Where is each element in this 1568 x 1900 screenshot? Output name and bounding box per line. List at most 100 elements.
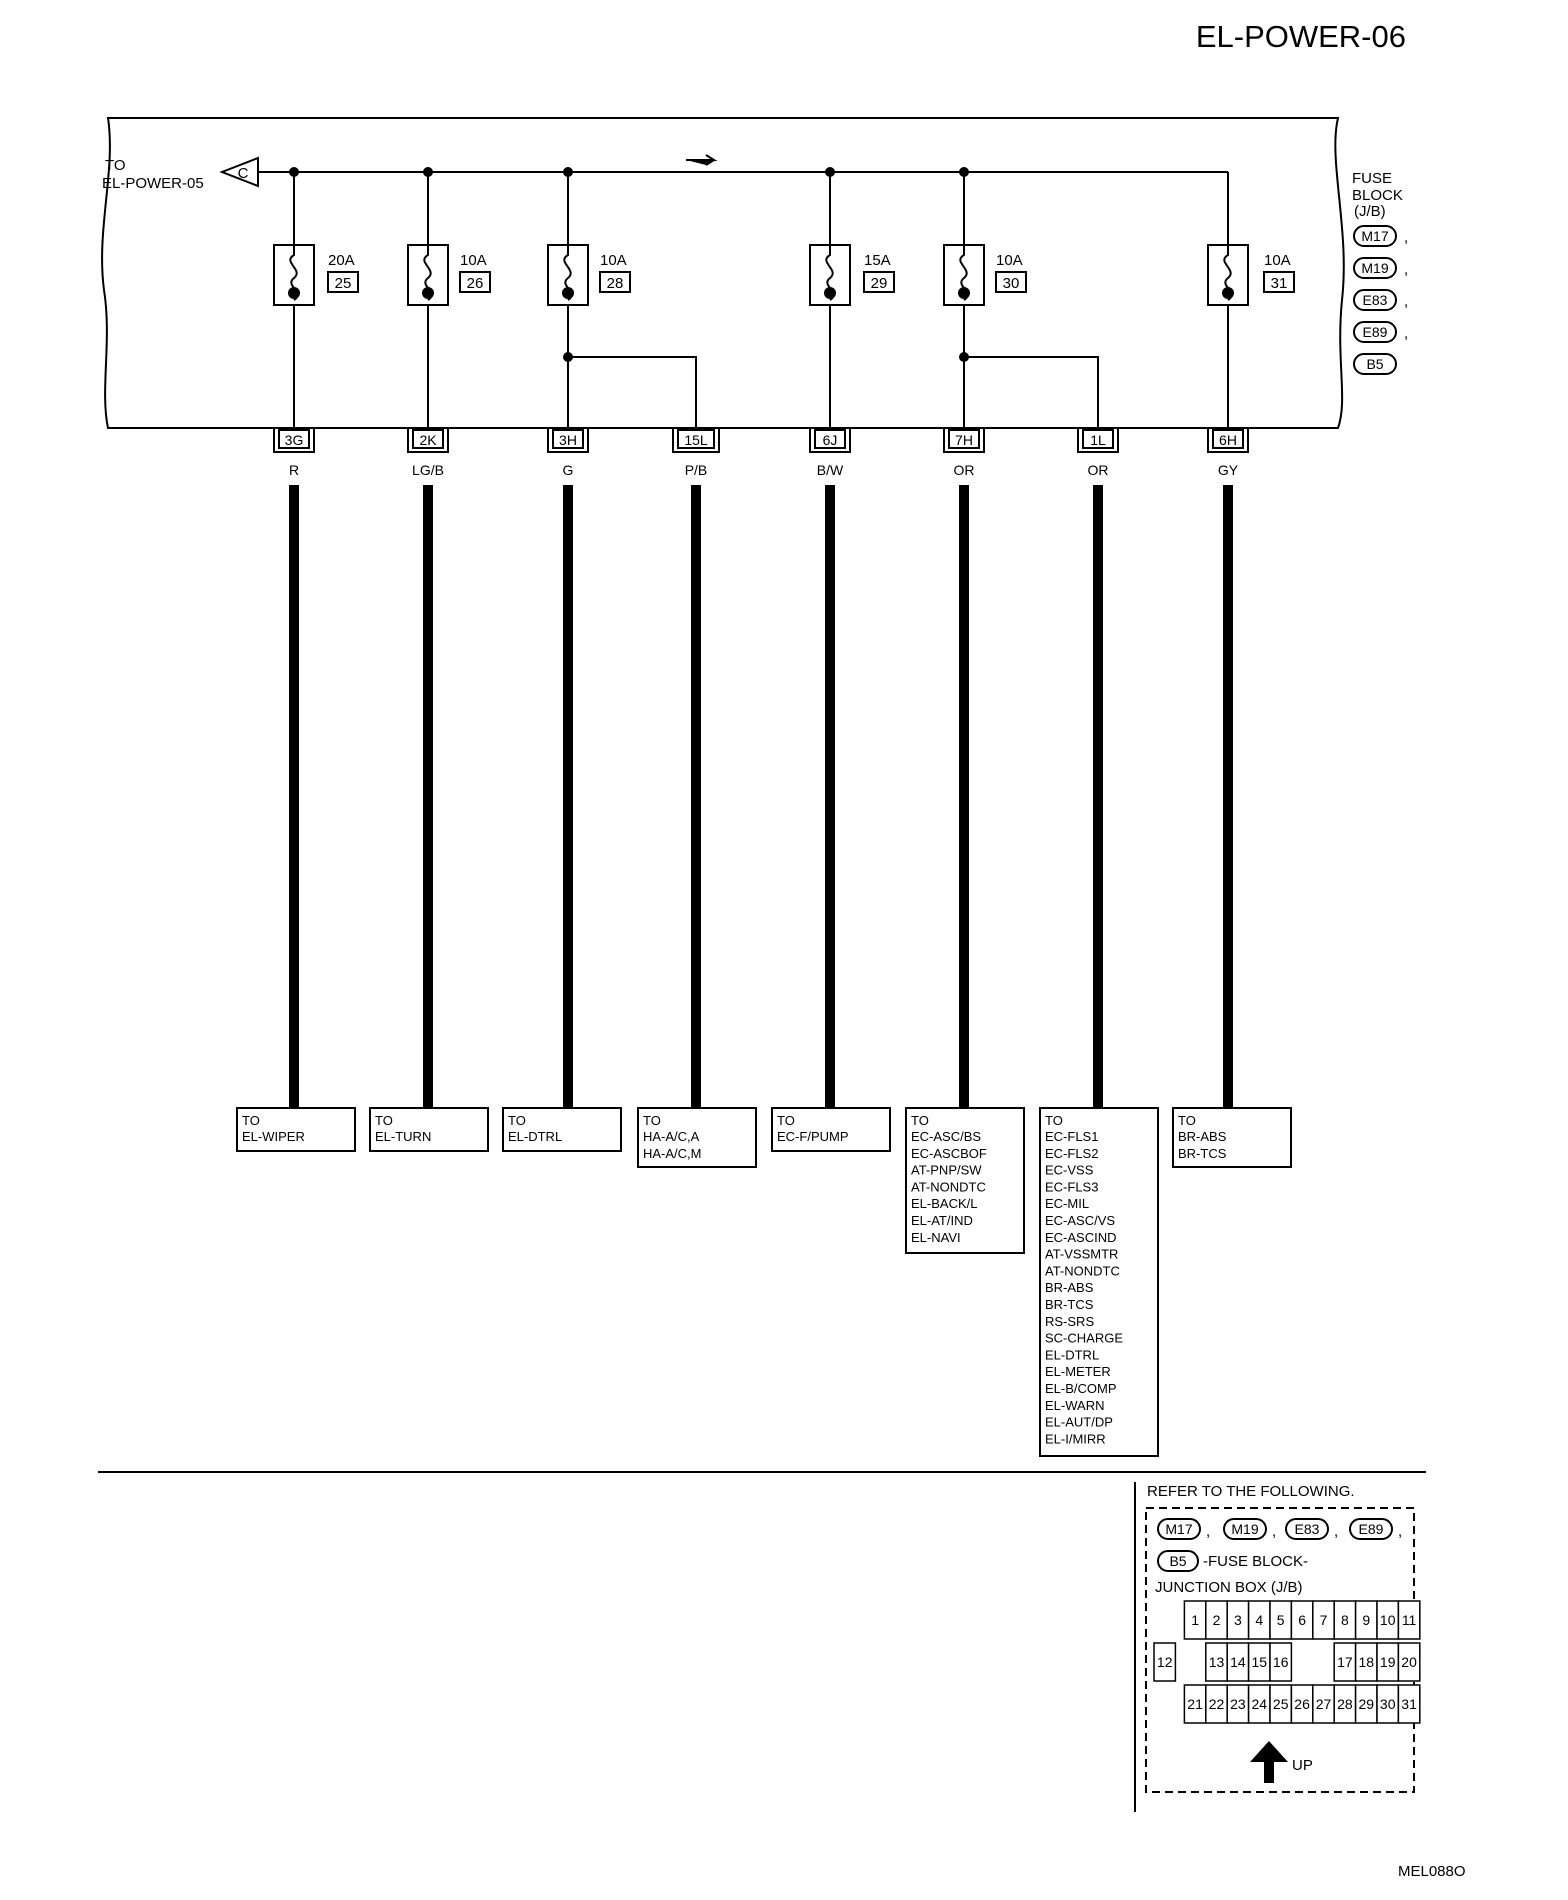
refer-heading: REFER TO THE FOLLOWING. <box>1147 1483 1355 1500</box>
fuse-slot-number: 29 <box>1359 1696 1375 1712</box>
destination-ref[interactable]: EC-FLS1 <box>1045 1129 1098 1144</box>
refer-panel: REFER TO THE FOLLOWING. M17 , M19 , E83 … <box>1145 1483 1421 1793</box>
destination-ref[interactable]: EC-FLS3 <box>1045 1179 1098 1194</box>
connector-badge <box>1353 225 1397 247</box>
destination-ref[interactable]: EL-TURN <box>375 1129 431 1144</box>
destination-ref[interactable]: BR-ABS <box>1045 1280 1094 1295</box>
fuse-slot <box>1397 1642 1421 1682</box>
destination-ref[interactable]: RS-SRS <box>1045 1314 1094 1329</box>
destination-ref[interactable]: EL-I/MIRR <box>1045 1431 1106 1446</box>
wire-color: GY <box>1218 462 1239 478</box>
up-arrow-icon <box>1250 1741 1288 1783</box>
destination-ref[interactable]: EL-BACK/L <box>911 1196 977 1211</box>
fuse-29: 15A 29 <box>809 167 895 306</box>
terminal-2K: 2K LG/B TO EL-TURN <box>369 428 489 1152</box>
svg-text:E83: E83 <box>1295 1521 1320 1537</box>
destination-ref[interactable]: AT-PNP/SW <box>911 1163 982 1178</box>
fuse-slot-number: 25 <box>1273 1696 1289 1712</box>
destination-ref[interactable]: EL-METER <box>1045 1364 1111 1379</box>
destination-ref[interactable]: SC-CHARGE <box>1045 1331 1123 1346</box>
page-title: EL-POWER-06 <box>1196 19 1406 54</box>
connector-badge <box>1157 1550 1199 1572</box>
fuse-slot-number: 17 <box>1337 1654 1353 1670</box>
destination-ref[interactable]: EC-ASC/BS <box>911 1129 981 1144</box>
connector-badge <box>1157 1518 1201 1540</box>
destination-ref[interactable]: BR-TCS <box>1178 1146 1227 1161</box>
terminal-7H: 7H OR TO EC-ASC/BSEC-ASCBOFAT-PNP/SWAT-N… <box>905 428 1025 1254</box>
fuse-slot-number: 1 <box>1191 1612 1199 1628</box>
svg-text:M19: M19 <box>1231 1521 1258 1537</box>
svg-text:TO: TO <box>911 1113 929 1128</box>
source-to-label: TO <box>105 157 126 174</box>
destination-ref[interactable]: EC-ASC/VS <box>1045 1213 1115 1228</box>
destination-ref[interactable]: AT-NONDTC <box>911 1179 986 1194</box>
terminal-id: 3H <box>559 432 577 448</box>
terminal-id: 1L <box>1090 432 1106 448</box>
destination-ref[interactable]: EL-AUT/DP <box>1045 1415 1113 1430</box>
svg-text:,: , <box>1404 293 1408 310</box>
fuse-block-label: FUSE BLOCK (J/B) M17 , M19 , E83 , E89 ,… <box>1352 170 1408 375</box>
fuse-26: 10A 26 <box>407 167 491 306</box>
destination-ref[interactable]: EL-DTRL <box>1045 1347 1099 1362</box>
up-label: UP <box>1292 1757 1313 1774</box>
fuse-slot-number: 7 <box>1320 1612 1328 1628</box>
svg-text:TO: TO <box>375 1113 393 1128</box>
destination-ref[interactable]: EL-WARN <box>1045 1398 1104 1413</box>
destination-ref[interactable]: AT-VSSMTR <box>1045 1247 1118 1262</box>
fuse-number: 30 <box>1003 275 1020 292</box>
terminal-id: 15L <box>684 432 708 448</box>
terminal-3G: 3G R TO EL-WIPER <box>236 428 356 1152</box>
wire-color: OR <box>1088 462 1109 478</box>
svg-text:,: , <box>1272 1523 1276 1540</box>
fuse-slot <box>1397 1600 1421 1640</box>
svg-text:E89: E89 <box>1359 1521 1384 1537</box>
destination-ref[interactable]: EC-MIL <box>1045 1196 1089 1211</box>
connector-badge <box>1349 1518 1393 1540</box>
fuse-slot-number: 9 <box>1362 1612 1370 1628</box>
fuse-slot-number: 23 <box>1230 1696 1246 1712</box>
fuse-slot-number: 4 <box>1255 1612 1263 1628</box>
svg-text:,: , <box>1404 325 1408 342</box>
destination-ref[interactable]: EL-DTRL <box>508 1129 562 1144</box>
destination-ref[interactable]: EC-F/PUMP <box>777 1129 849 1144</box>
destination-ref[interactable]: AT-NONDTC <box>1045 1263 1120 1278</box>
destination-ref[interactable]: EL-AT/IND <box>911 1213 973 1228</box>
destination-box <box>637 1107 757 1168</box>
connector-badge <box>1353 289 1397 311</box>
source-page-link[interactable]: EL-POWER-05 <box>102 175 204 192</box>
fuse-amp: 15A <box>864 252 891 269</box>
wire-color: B/W <box>817 462 844 478</box>
destination-ref[interactable]: HA-A/C,A <box>643 1129 700 1144</box>
connector-badge <box>1353 353 1397 375</box>
wire-color: OR <box>954 462 975 478</box>
fuse-slot-number: 19 <box>1380 1654 1396 1670</box>
destination-ref[interactable]: EC-ASCIND <box>1045 1230 1117 1245</box>
destination-ref[interactable]: BR-TCS <box>1045 1297 1094 1312</box>
fuse-slot-number: 14 <box>1230 1654 1246 1670</box>
destination-ref[interactable]: HA-A/C,M <box>643 1146 702 1161</box>
destination-ref[interactable]: EC-ASCBOF <box>911 1146 987 1161</box>
destination-ref[interactable]: EL-WIPER <box>242 1129 305 1144</box>
fuse-slot-number: 10 <box>1380 1612 1396 1628</box>
destination-ref[interactable]: EL-NAVI <box>911 1230 961 1245</box>
fuse-slot-number: 27 <box>1316 1696 1332 1712</box>
fuse-28: 10A 28 <box>547 167 631 306</box>
destination-box <box>369 1107 489 1152</box>
svg-text:BLOCK: BLOCK <box>1352 187 1403 204</box>
svg-text:B5: B5 <box>1169 1553 1186 1569</box>
destination-ref[interactable]: EC-VSS <box>1045 1163 1094 1178</box>
destination-ref[interactable]: BR-ABS <box>1178 1129 1227 1144</box>
fuse-number: 26 <box>467 275 484 292</box>
terminal-3H: 3H G TO EL-DTRL <box>502 428 622 1152</box>
fuse-slot-number: 31 <box>1401 1696 1417 1712</box>
svg-text:,: , <box>1206 1523 1210 1540</box>
destination-box <box>1172 1107 1292 1168</box>
destination-ref[interactable]: EL-B/COMP <box>1045 1381 1117 1396</box>
destination-box <box>771 1107 891 1152</box>
destination-ref[interactable]: EC-FLS2 <box>1045 1146 1098 1161</box>
svg-text:,: , <box>1398 1523 1402 1540</box>
svg-text:FUSE: FUSE <box>1352 170 1392 187</box>
